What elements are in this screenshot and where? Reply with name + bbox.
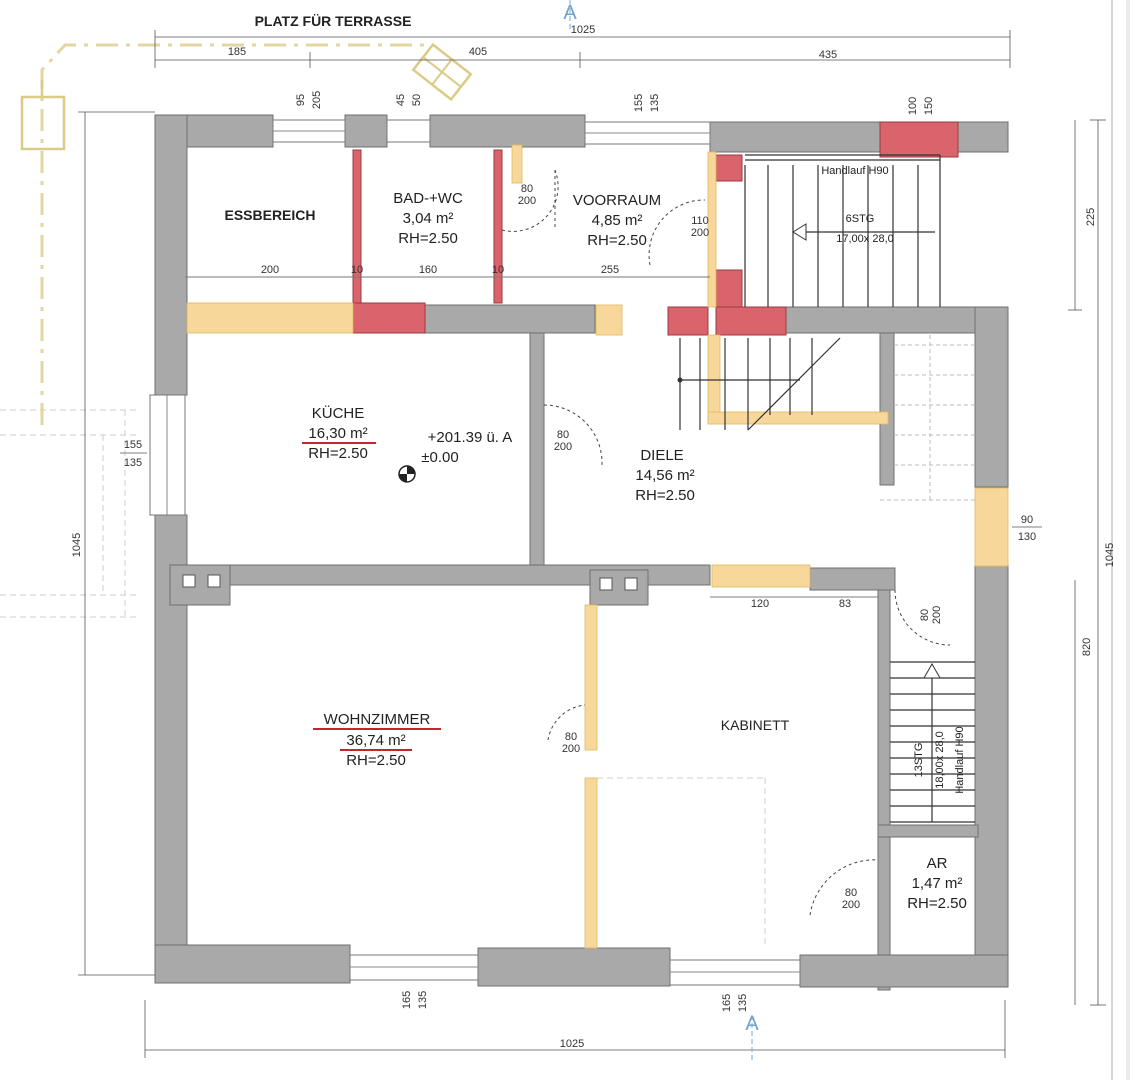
- dim-door-bad-h: 200: [518, 195, 536, 207]
- voorraum-name: VOORRAUM: [573, 192, 661, 209]
- dim-c120: 120: [751, 598, 769, 610]
- level-marker-icon: [398, 465, 416, 483]
- level-zero-text: ±0.00: [421, 449, 458, 466]
- doors: [501, 169, 951, 945]
- upper-stairs: Handlauf H90 6STG 17,00x 28,0: [744, 154, 941, 307]
- upper-stair-size: 17,00x 28,0: [836, 233, 894, 245]
- bad-name: BAD-+WC: [393, 190, 463, 207]
- dim-c83: 83: [839, 598, 851, 610]
- diele-area: 14,56 m²: [635, 467, 694, 484]
- bad-area: 3,04 m²: [403, 210, 454, 227]
- level-text: +201.39 ü. A: [428, 429, 513, 446]
- dim-door-wz-w: 80: [565, 731, 577, 743]
- dim-top-435: 435: [819, 49, 837, 61]
- dim-right-win-90: 90: [1021, 514, 1033, 526]
- dim-door-kueche-w: 80: [557, 429, 569, 441]
- dim-w150: 150: [923, 97, 935, 115]
- dim-w205: 205: [311, 91, 323, 109]
- dim-left-win-135: 135: [124, 457, 142, 469]
- dim-door-stair-w: 80: [919, 609, 931, 621]
- diele-name: DIELE: [640, 447, 683, 464]
- dim-right-1045: 1045: [1104, 543, 1116, 567]
- dim-r200: 200: [261, 264, 279, 276]
- lower-stair-count: 13STG: [913, 743, 925, 778]
- dim-w135: 135: [649, 94, 661, 112]
- dim-left-win-155: 155: [124, 439, 142, 451]
- terrace-label: PLATZ FÜR TERRASSE: [255, 13, 412, 29]
- ar-name: AR: [927, 855, 948, 872]
- dim-door-wz-h: 200: [562, 743, 580, 755]
- winding-stairs: [677, 335, 975, 501]
- dim-door-stair-h: 200: [931, 606, 943, 624]
- kueche-area: 16,30 m²: [308, 425, 367, 442]
- dim-right-820: 820: [1081, 638, 1093, 656]
- dim-top-total: 1025: [571, 24, 595, 36]
- lower-stair-size: 18,00x 28,0: [934, 731, 946, 789]
- dim-door-bad-w: 80: [521, 183, 533, 195]
- terrace-outline: [20, 42, 473, 425]
- voorraum-area: 4,85 m²: [592, 212, 643, 229]
- bad-height: RH=2.50: [398, 230, 458, 247]
- walls: [154, 114, 1009, 991]
- ar-area: 1,47 m²: [912, 875, 963, 892]
- room-labels: ESSBEREICH BAD-+WC 3,04 m² RH=2.50 VOORR…: [224, 190, 966, 912]
- dim-top-405: 405: [469, 46, 487, 58]
- dim-bottom-165b: 165: [721, 994, 733, 1012]
- kabinett-name: KABINETT: [721, 717, 790, 733]
- ar-height: RH=2.50: [907, 895, 967, 912]
- section-mark-bottom: A: [745, 1013, 759, 1035]
- dim-bottom-total: 1025: [560, 1038, 584, 1050]
- upper-stair-count: 6STG: [846, 213, 875, 225]
- dimension-labels: 1025 185 405 435 95 205 45 50 155 135 10…: [71, 24, 1116, 1050]
- dim-w50: 50: [411, 94, 423, 106]
- voorraum-height: RH=2.50: [587, 232, 647, 249]
- lower-handrail-label: Handlauf H90: [954, 726, 966, 793]
- dim-door-vr-w: 110: [691, 215, 709, 227]
- dim-right-win-130: 130: [1018, 531, 1036, 543]
- dim-r10a: 10: [351, 264, 363, 276]
- dim-door-kueche-h: 200: [554, 441, 572, 453]
- demolition: [186, 144, 1009, 949]
- essbereich-label: ESSBEREICH: [224, 207, 315, 223]
- section-marks: A A: [563, 0, 759, 1060]
- dim-r10b: 10: [492, 264, 504, 276]
- dim-door-ar-h: 200: [842, 899, 860, 911]
- dim-door-vr-h: 200: [691, 227, 709, 239]
- windows: [149, 119, 801, 986]
- dim-bottom-165a: 165: [401, 991, 413, 1009]
- dim-w155: 155: [633, 94, 645, 112]
- wohnzimmer-height: RH=2.50: [346, 752, 406, 769]
- lower-stairs: 13STG 18,00x 28,0 Handlauf H90: [890, 661, 975, 823]
- dim-right-225: 225: [1085, 208, 1097, 226]
- dim-w95: 95: [295, 94, 307, 106]
- dim-left-1045: 1045: [71, 533, 83, 557]
- wohnzimmer-area: 36,74 m²: [346, 732, 405, 749]
- upper-handrail-label: Handlauf H90: [821, 165, 888, 177]
- dim-top-185: 185: [228, 46, 246, 58]
- dim-r255: 255: [601, 264, 619, 276]
- wohnzimmer-name: WOHNZIMMER: [324, 711, 431, 728]
- new-walls: [352, 121, 959, 336]
- section-mark-top: A: [563, 2, 577, 24]
- dim-r160: 160: [419, 264, 437, 276]
- kueche-height: RH=2.50: [308, 445, 368, 462]
- diele-height: RH=2.50: [635, 487, 695, 504]
- dim-w45: 45: [395, 94, 407, 106]
- dim-bottom-135a: 135: [417, 991, 429, 1009]
- dim-bottom-135b: 135: [737, 994, 749, 1012]
- dim-door-ar-w: 80: [845, 887, 857, 899]
- kueche-name: KÜCHE: [312, 404, 365, 422]
- dim-w100: 100: [907, 97, 919, 115]
